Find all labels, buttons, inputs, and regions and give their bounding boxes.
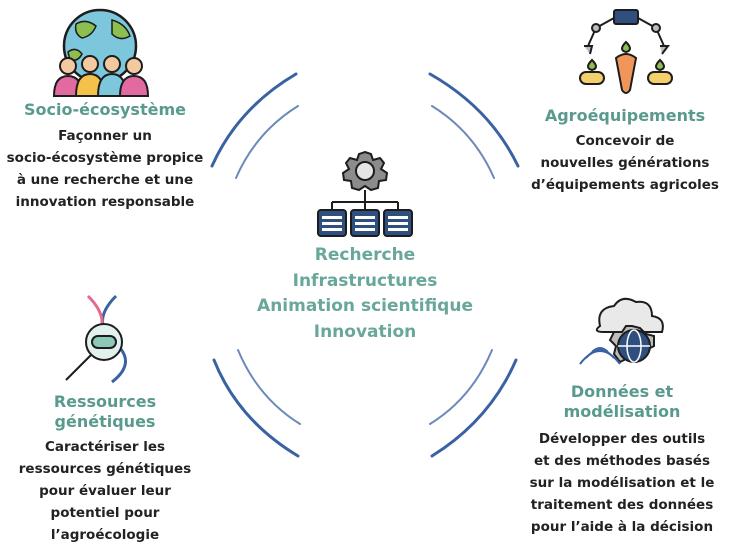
genetic-desc-line: Caractériser les [44, 439, 166, 455]
data-desc-line: sur la modélisation et le [529, 475, 715, 491]
socio-desc-line: socio-écosystème propice [6, 150, 204, 166]
socio-desc-line: innovation responsable [15, 194, 195, 210]
arc-bottom-right-inner [429, 349, 493, 425]
center-line-innovation: Innovation [313, 321, 417, 342]
globe-people-icon [52, 8, 150, 97]
center-topics: Recherche Infrastructures Animation scie… [228, 243, 502, 345]
center-line-animation: Animation scientifique [257, 296, 473, 316]
data-desc-line: Développer des outils [538, 431, 706, 447]
data-title: Données et modélisation [514, 382, 730, 422]
robot-crops-icon [579, 9, 673, 94]
dna-magnifier-icon [65, 294, 127, 384]
arc-bottom-left-inner [237, 349, 301, 425]
arc-top-right-outer [428, 72, 520, 168]
data-desc-line: traitement des données [530, 497, 714, 513]
genetic-desc-line: ressources génétiques [18, 461, 192, 477]
data-title-line: Données et [570, 382, 674, 401]
arc-top-left-inner [235, 105, 299, 179]
arc-top-right-inner [431, 105, 495, 179]
center-line-infrastructures: Infrastructures [292, 270, 438, 291]
center-line-recherche: Recherche [314, 245, 416, 265]
agro-desc-line: Concevoir de [575, 133, 675, 149]
arc-top-left-outer [210, 72, 298, 168]
socio-desc-line: à une recherche et une [16, 172, 194, 188]
data-desc-line: pour l’aide à la décision [530, 519, 714, 535]
data-title-line: modélisation [563, 402, 681, 421]
genetic-title-line: Ressources [53, 392, 157, 411]
genetic-title: Ressources génétiques [2, 392, 208, 432]
donnees-modelisation-block: Données et modélisation Développer des o… [514, 382, 730, 538]
ressources-genetiques-block: Ressources génétiques Caractériser les r… [2, 392, 208, 546]
socio-ecosysteme-block: Socio-écosystème Façonner un socio-écosy… [0, 100, 210, 213]
genetic-desc-line: pour évaluer leur [39, 483, 171, 499]
arc-bottom-right-outer [430, 358, 518, 458]
cloud-gear-globe-icon [579, 297, 664, 365]
socio-title: Socio-écosystème [24, 100, 186, 119]
arc-bottom-left-outer [212, 358, 300, 458]
genetic-desc-line: potentiel pour [50, 505, 160, 521]
agro-title: Agroéquipements [544, 106, 706, 125]
data-desc-line: et des méthodes basés [534, 453, 710, 469]
agro-desc-line: d’équipements agricoles [531, 177, 719, 193]
agro-desc-line: nouvelles générations [540, 155, 710, 171]
gear-network-icon [317, 150, 413, 237]
genetic-title-line: génétiques [54, 412, 156, 431]
agroequipements-block: Agroéquipements Concevoir de nouvelles g… [520, 106, 730, 196]
genetic-desc-line: l’agroécologie [50, 527, 160, 543]
socio-desc-line: Façonner un [58, 128, 152, 144]
